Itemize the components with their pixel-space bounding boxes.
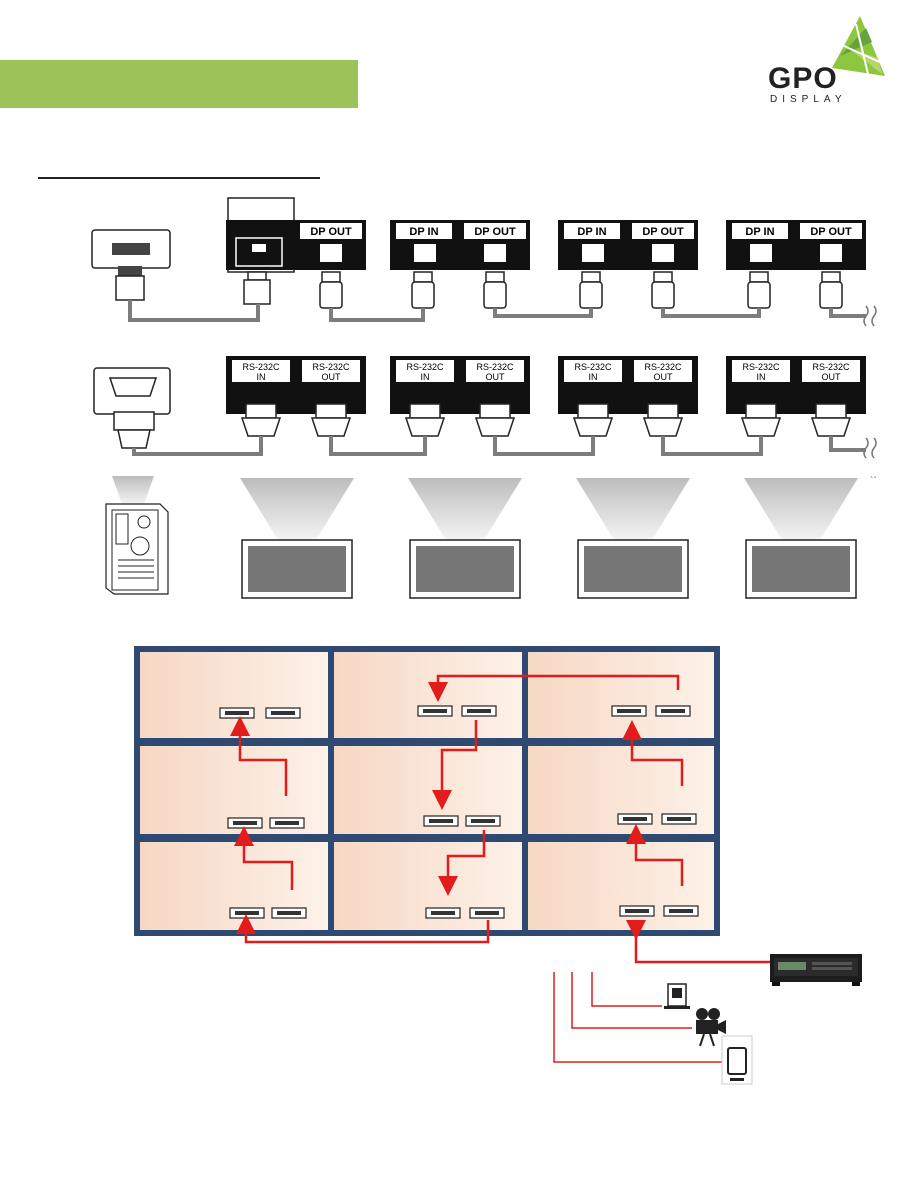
logo-subtext: DISPLAY [770,94,847,105]
peripheral-cables [553,972,722,1063]
rs232-panel-1: RS-232C IN RS-232C OUT [226,356,366,414]
rs232-in-line1: RS-232C [574,362,612,372]
pc-icon [664,983,690,1009]
dp-in-label: DP IN [577,226,606,238]
media-player-icon [770,954,862,986]
rs232-out-line2: OUT [486,372,506,382]
rs232-in-line2: IN [589,372,598,382]
dp-out-label: DP OUT [310,226,352,238]
rs232-in-line1: RS-232C [406,362,444,372]
wall-tile [140,652,328,738]
dp-out-label: DP OUT [642,226,684,238]
rs232-in-line1: RS-232C [742,362,780,372]
continuation-mark: `` [870,475,877,487]
rs232-out-line1: RS-232C [476,362,514,372]
pc-tower-icon [105,476,169,595]
title-banner [0,60,358,108]
monitor-4 [744,478,858,599]
monitor-3 [576,478,690,599]
dp-out-label: DP OUT [474,226,516,238]
dp-panel-2: DP IN DP OUT [390,220,530,270]
rs232-source-port [93,367,171,449]
dp-cables [128,300,866,322]
rs232-in-line2: IN [257,372,266,382]
dp-in-label: DP IN [409,226,438,238]
video-wall [134,646,720,936]
wall-port-slots [225,709,693,915]
section-underline [38,177,320,179]
cable-continues-mark [863,305,877,327]
monitor-1 [240,478,354,599]
rs232-in-line1: RS-232C [242,362,280,372]
dp-out-label: DP OUT [810,226,852,238]
dp-source-port [91,229,171,301]
rs232-out-line1: RS-232C [644,362,682,372]
rs232-cables [132,436,866,456]
dp-panel-1: DP OUT [226,220,366,270]
dp-in-label: DP IN [745,226,774,238]
cable-continues-mark [863,437,877,459]
dp-connectors [243,271,843,309]
rs232-out-line2: OUT [654,372,674,382]
rs232-in-line2: IN [757,372,766,382]
camera-icon [696,1008,726,1047]
tablet-icon [721,1035,753,1085]
gpo-display-logo: GPO DISPLAY [768,16,885,105]
dp-panel-4: DP IN DP OUT [726,220,866,270]
rs232-out-line1: RS-232C [312,362,350,372]
logo-text: GPO [768,62,838,95]
rs232-out-line2: OUT [322,372,342,382]
rs232-connectors [240,403,852,437]
rs232-out-line2: OUT [822,372,842,382]
wall-tile [528,652,714,738]
wall-tile [528,842,714,930]
rs232-in-line2: IN [421,372,430,382]
rs232-out-line1: RS-232C [812,362,850,372]
wall-tile [334,652,522,738]
monitor-2 [408,478,522,599]
dp-panel-3: DP IN DP OUT [558,220,698,270]
